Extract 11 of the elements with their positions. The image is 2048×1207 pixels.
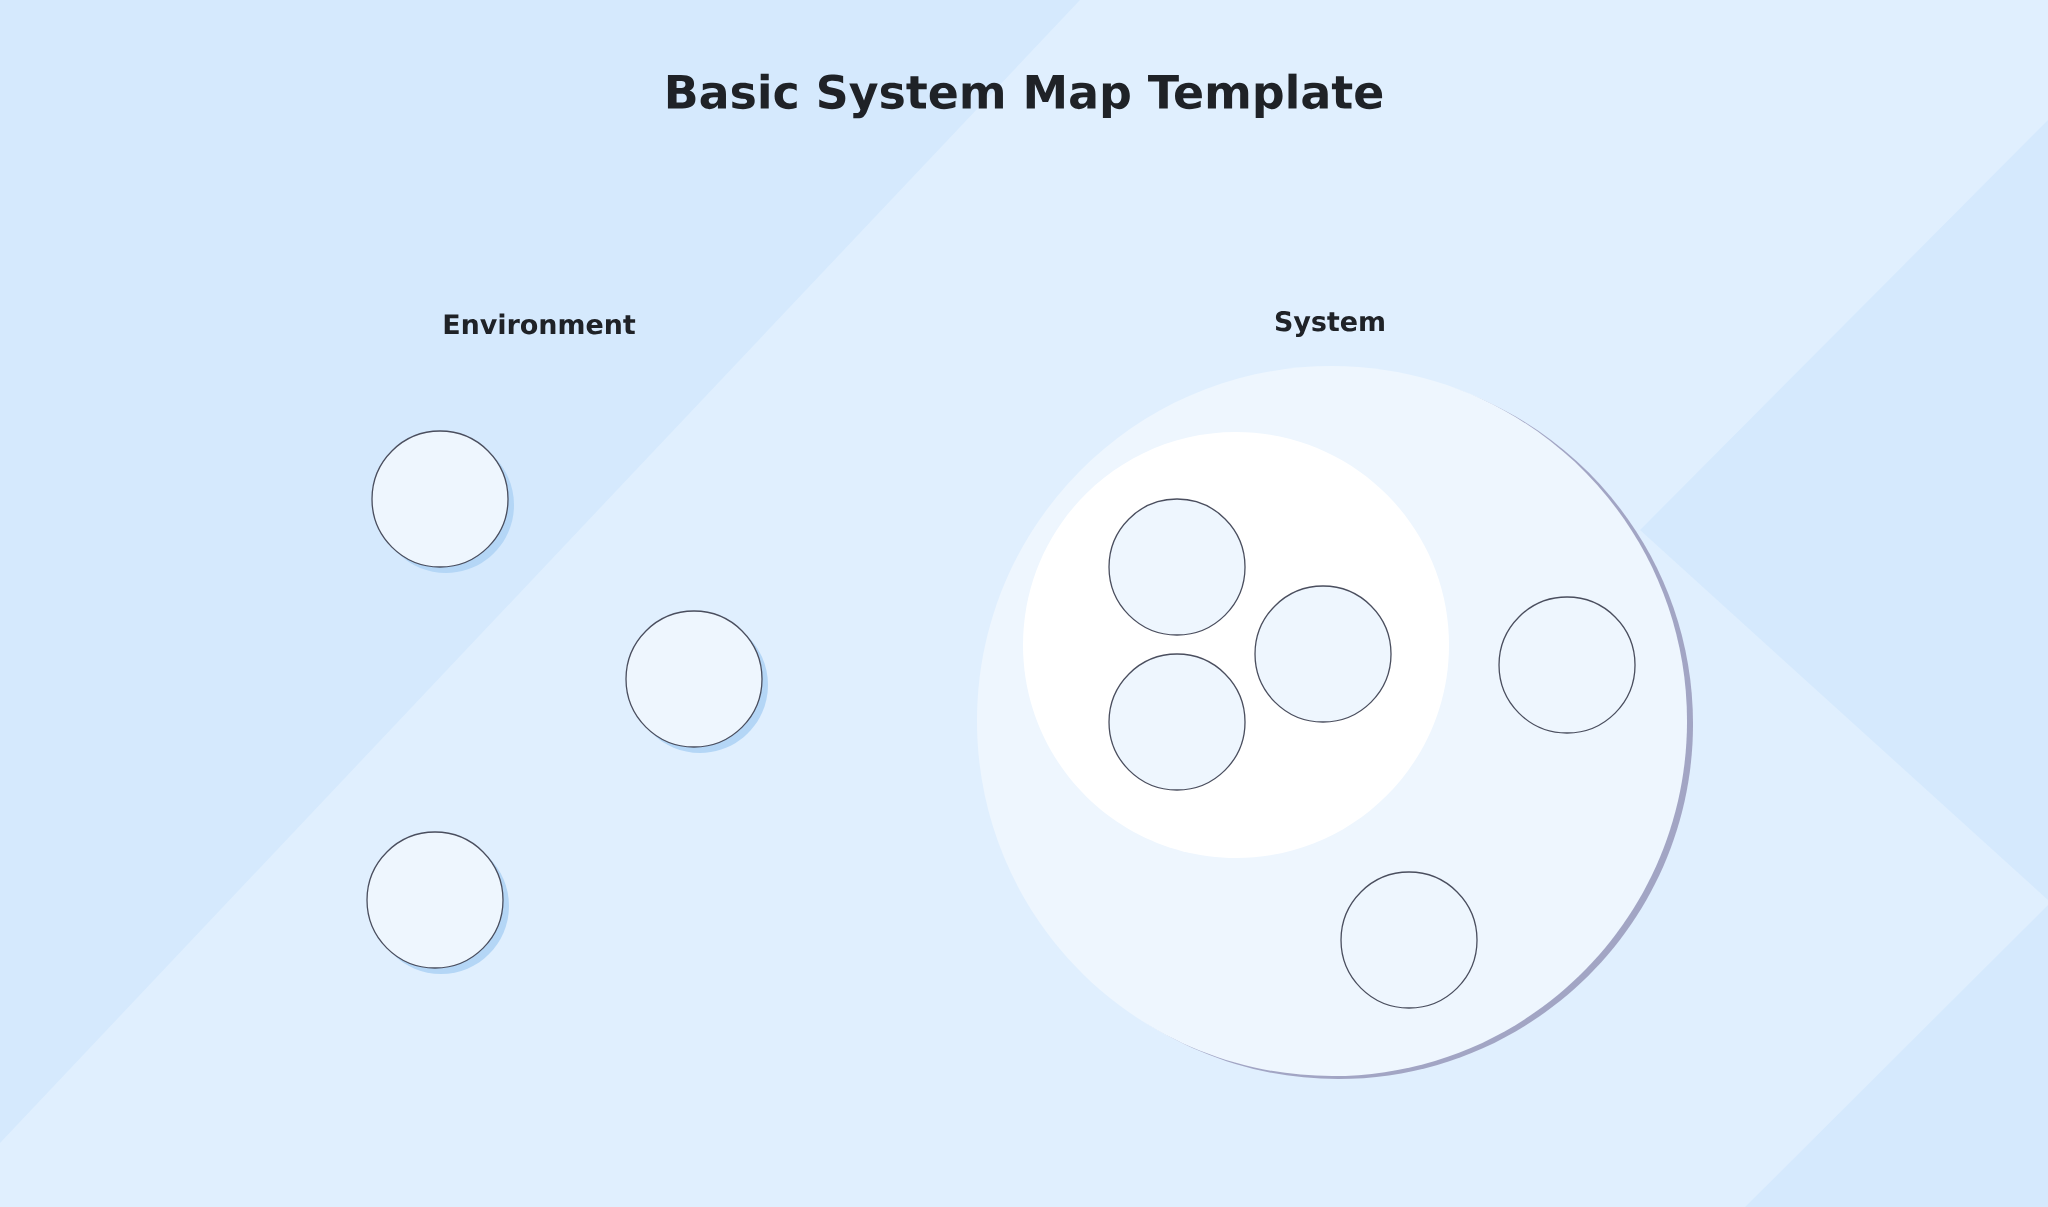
element-circle [625, 610, 768, 753]
element-circle [371, 430, 514, 573]
element-circle [366, 831, 509, 974]
title: Basic System Map Template [667, 73, 1383, 119]
section-heading: System [1275, 311, 1384, 337]
element-circle [1108, 498, 1246, 636]
element-circle [1254, 585, 1392, 723]
element-circle [1498, 596, 1636, 734]
element-circle [1108, 653, 1246, 791]
section-heading: Environment [444, 313, 636, 335]
element-circle [1340, 871, 1478, 1009]
